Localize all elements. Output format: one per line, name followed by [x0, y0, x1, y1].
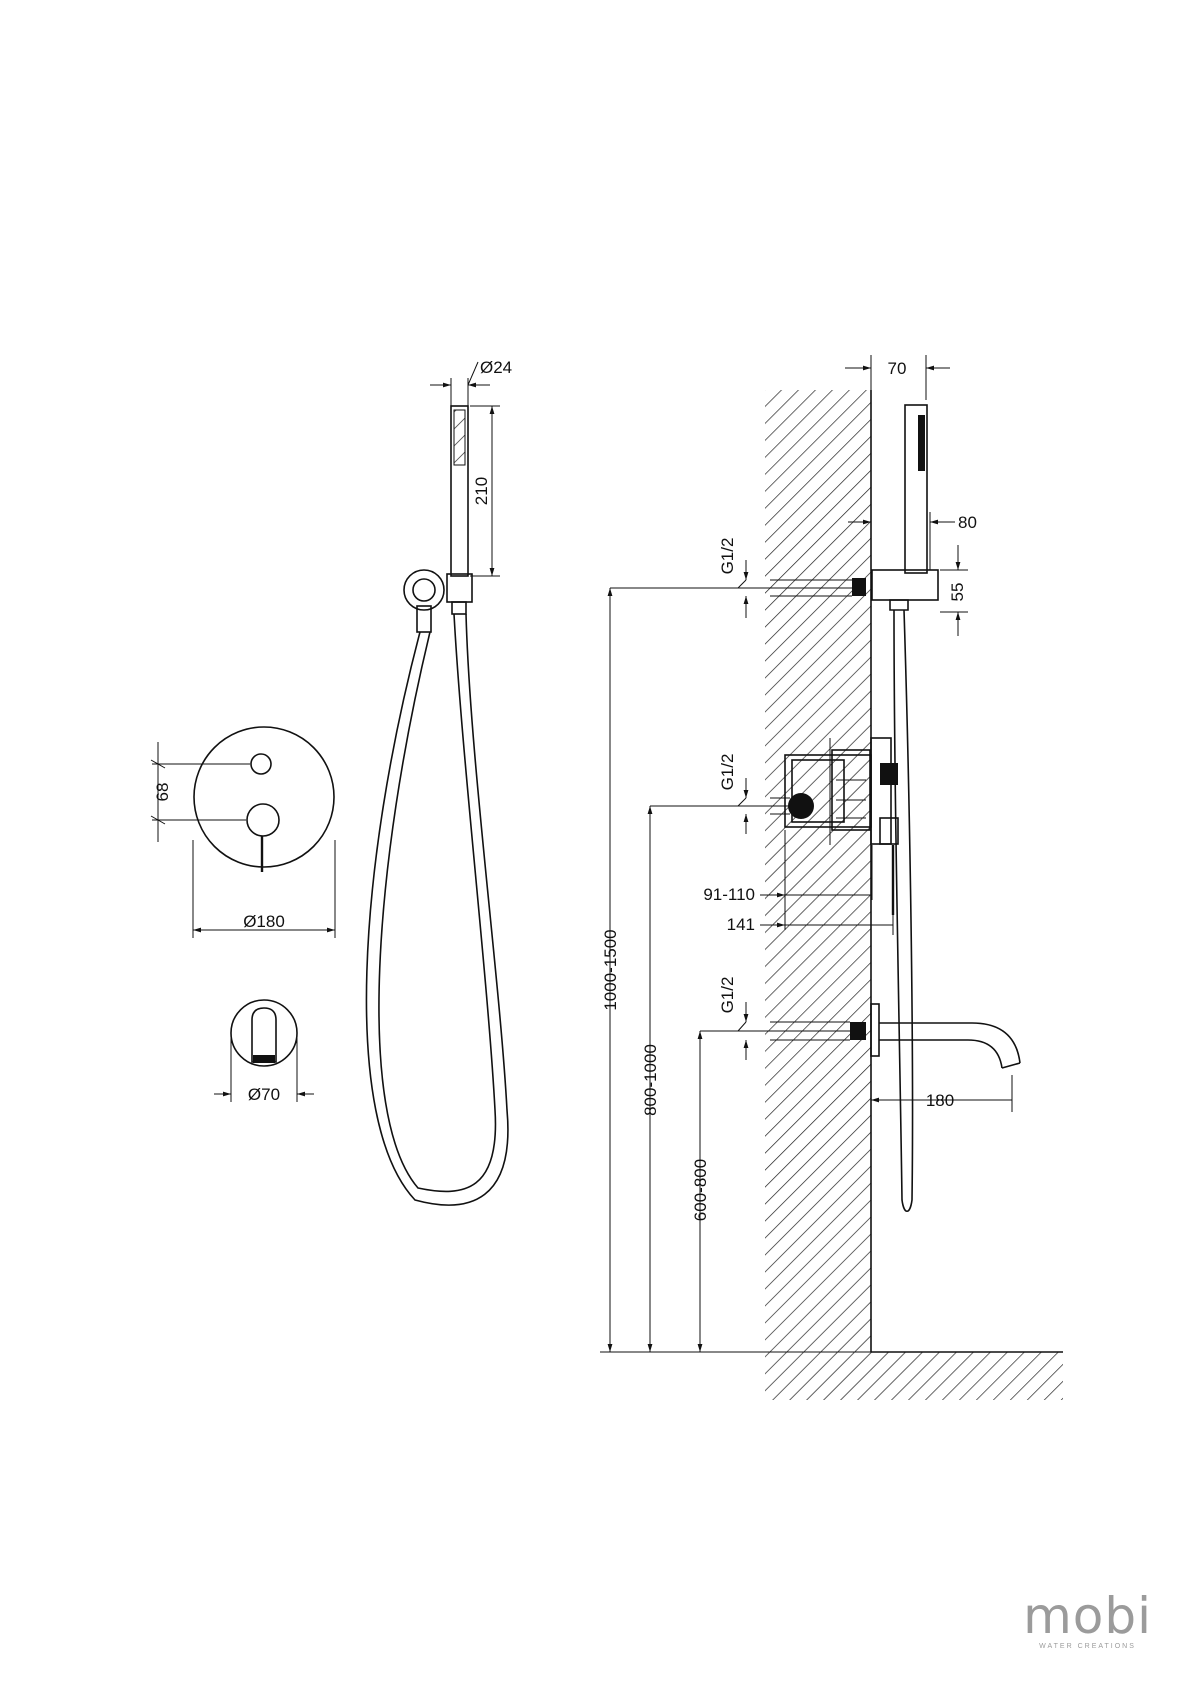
brand-name: mobi	[1023, 1587, 1152, 1645]
spout-plate-diameter-label: Ø70	[248, 1085, 280, 1104]
projection-70-label: 70	[888, 359, 907, 378]
height-55-dim	[940, 545, 968, 636]
mixer-total-depth-label: 141	[727, 915, 755, 934]
thread-bottom-label: G1/2	[718, 977, 737, 1014]
offset-80-dim	[848, 512, 955, 570]
brand-tagline: WATER CREATIONS	[1039, 1643, 1136, 1650]
handshower-diameter-label: Ø24	[480, 358, 512, 377]
handshower-length-label: 210	[472, 477, 491, 505]
mixer-height-range-label: 800-1000	[641, 1044, 660, 1116]
spout-front-view	[214, 999, 314, 1102]
thread-top-label: G1/2	[718, 538, 737, 575]
mixer-depth-dims	[760, 830, 894, 935]
brand-logo: mobi WATER CREATIONS	[1023, 1591, 1152, 1650]
mixer-depth-range-label: 91-110	[703, 885, 755, 904]
offset-80-label: 80	[958, 513, 977, 532]
holder-height-range-label: 1000-1500	[601, 929, 620, 1010]
knob-spacing-label: 68	[153, 783, 172, 802]
spout-height-range-label: 600-800	[691, 1159, 710, 1221]
height-dims	[607, 588, 703, 1352]
mixer-body-side-view	[650, 737, 899, 915]
spout-side-view	[700, 1002, 1021, 1112]
top-outlet-side-view	[610, 404, 939, 618]
height-55-label: 55	[948, 583, 967, 602]
hose-side-view	[893, 609, 914, 1213]
plate-diameter-label: Ø180	[243, 912, 285, 931]
mixer-plate-front-view	[150, 726, 336, 938]
handshower-front-view	[365, 361, 509, 1206]
projection-70-dim	[845, 355, 950, 400]
spout-projection-label: 180	[926, 1091, 954, 1110]
thread-mid-label: G1/2	[718, 754, 737, 791]
